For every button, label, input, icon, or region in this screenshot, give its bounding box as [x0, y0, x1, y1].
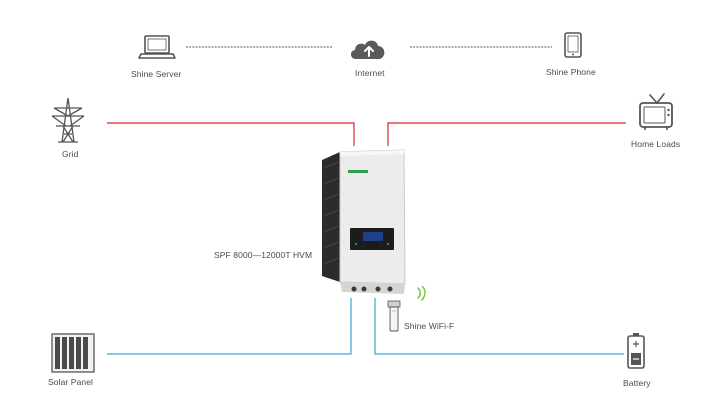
battery-icon	[627, 333, 645, 369]
shine-wifi-label: Shine WiFi-F	[404, 321, 455, 331]
line-solar-inverter	[107, 298, 352, 355]
home-loads-label: Home Loads	[631, 139, 681, 149]
line-grid-inverter	[107, 122, 355, 146]
shine-server-label: Shine Server	[131, 69, 182, 79]
inverter-icon	[322, 149, 406, 294]
solar-panel-icon	[51, 333, 95, 373]
solar-panel-label: Solar Panel	[48, 377, 94, 387]
line-inverter-battery	[374, 298, 624, 355]
tv-icon	[639, 93, 673, 130]
wifi-signal-icon	[417, 286, 426, 301]
tablet-icon	[564, 32, 582, 58]
laptop-icon	[138, 35, 176, 59]
inverter-model-label: SPF 8000—12000T HVM	[214, 250, 313, 260]
shine-phone-label: Shine Phone	[546, 67, 596, 77]
power-tower-icon	[51, 97, 85, 143]
grid-label: Grid	[62, 149, 79, 159]
line-inverter-homeloads	[387, 122, 626, 146]
battery-label: Battery	[623, 378, 651, 388]
cloud-upload-icon	[350, 40, 385, 59]
internet-label: Internet	[355, 68, 385, 78]
wifi-dongle-icon	[387, 300, 401, 332]
